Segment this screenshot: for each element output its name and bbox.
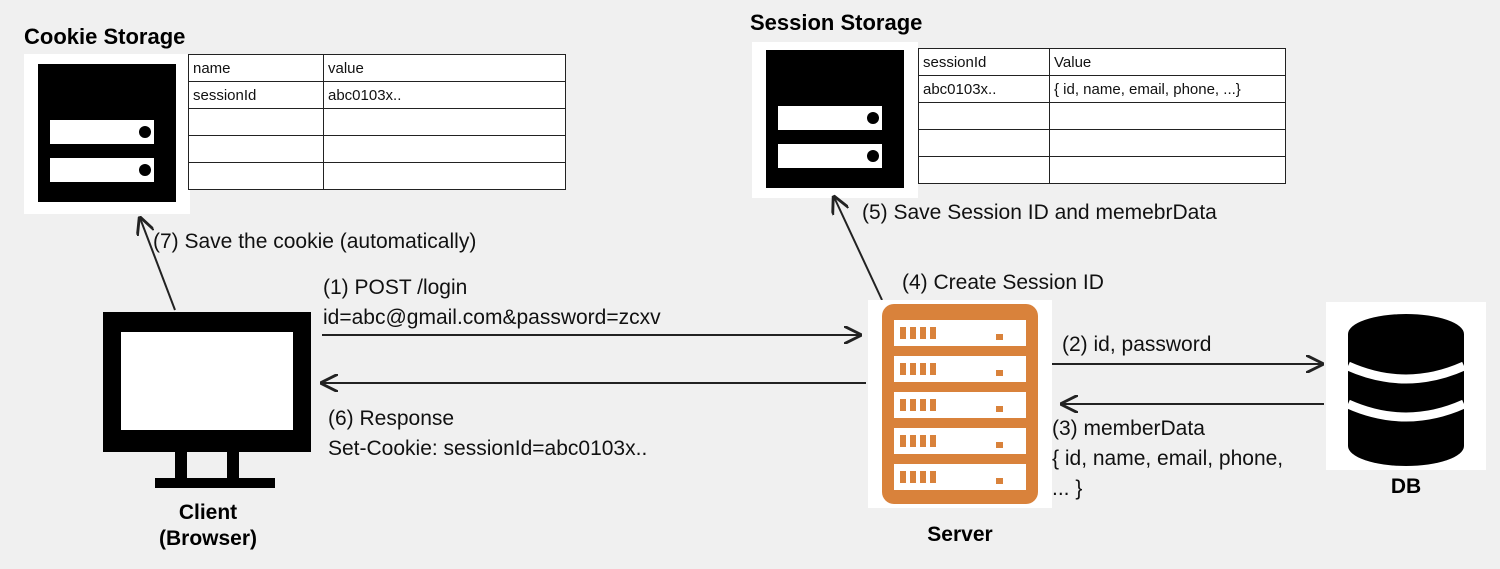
step-6-label: (6) Response Set-Cookie: sessionId=abc01… — [328, 404, 647, 464]
table-header-cell: Value — [1049, 48, 1286, 76]
storage-icon — [38, 64, 176, 202]
table-row: sessionId Value — [918, 48, 1286, 76]
table-cell: { id, name, email, phone, ...} — [1049, 75, 1286, 103]
table-header-cell: value — [323, 54, 566, 82]
table-row — [188, 135, 566, 163]
step-1-line2: id=abc@gmail.com&password=zcxv — [323, 306, 661, 329]
table-cell: sessionId — [188, 81, 324, 109]
step-4-label: (4) Create Session ID — [902, 271, 1104, 294]
step-7-label: (7) Save the cookie (automatically) — [153, 230, 477, 253]
database-icon — [1346, 314, 1466, 466]
step-3-label: (3) memberData { id, name, email, phone,… — [1052, 414, 1283, 504]
cookie-table: name value sessionId abc0103x.. — [188, 54, 566, 190]
table-row: abc0103x.. { id, name, email, phone, ...… — [918, 75, 1286, 103]
session-table: sessionId Value abc0103x.. { id, name, e… — [918, 48, 1286, 184]
table-cell — [918, 156, 1050, 184]
client-label: Client (Browser) — [128, 500, 288, 553]
table-row — [918, 156, 1286, 184]
db-label: DB — [1390, 475, 1422, 498]
table-header-cell: name — [188, 54, 324, 82]
server-label: Server — [927, 523, 993, 546]
step-3-line1: (3) memberData — [1052, 417, 1205, 440]
monitor-icon — [103, 312, 311, 488]
cookie-storage-icon-panel — [24, 54, 190, 214]
table-cell — [1049, 129, 1286, 157]
table-row — [188, 162, 566, 190]
table-cell — [918, 129, 1050, 157]
table-cell — [1049, 156, 1286, 184]
server-icon — [882, 304, 1038, 504]
session-storage-icon-panel — [752, 42, 918, 198]
table-row — [918, 102, 1286, 130]
table-cell — [918, 102, 1050, 130]
table-cell: abc0103x.. — [918, 75, 1050, 103]
table-row — [918, 129, 1286, 157]
db-panel — [1326, 302, 1486, 470]
table-row: sessionId abc0103x.. — [188, 81, 566, 109]
server-panel — [868, 300, 1052, 508]
table-cell — [1049, 102, 1286, 130]
table-cell — [323, 162, 566, 190]
step-5-label: (5) Save Session ID and memebrData — [862, 201, 1217, 224]
step-6-line1: (6) Response — [328, 407, 455, 430]
cookie-storage-title: Cookie Storage — [24, 24, 186, 49]
session-storage-title: Session Storage — [750, 10, 923, 35]
step-3-line2: { id, name, email, phone, — [1052, 447, 1284, 470]
table-cell — [188, 162, 324, 190]
step-2-label: (2) id, password — [1062, 333, 1212, 356]
storage-icon — [766, 50, 904, 188]
step-3-line3: ... } — [1052, 477, 1083, 500]
table-cell — [188, 108, 324, 136]
step-1-label: (1) POST /login id=abc@gmail.com&passwor… — [323, 273, 661, 333]
client-label-line2: (Browser) — [158, 527, 258, 551]
arrow-save-cookie — [140, 218, 176, 311]
table-row: name value — [188, 54, 566, 82]
table-cell: abc0103x.. — [323, 81, 566, 109]
arrow-save-session — [834, 197, 883, 301]
step-6-line2: Set-Cookie: sessionId=abc0103x.. — [328, 437, 648, 460]
table-cell — [188, 135, 324, 163]
step-1-line1: (1) POST /login — [323, 276, 468, 299]
client-label-line1: Client — [178, 501, 238, 524]
